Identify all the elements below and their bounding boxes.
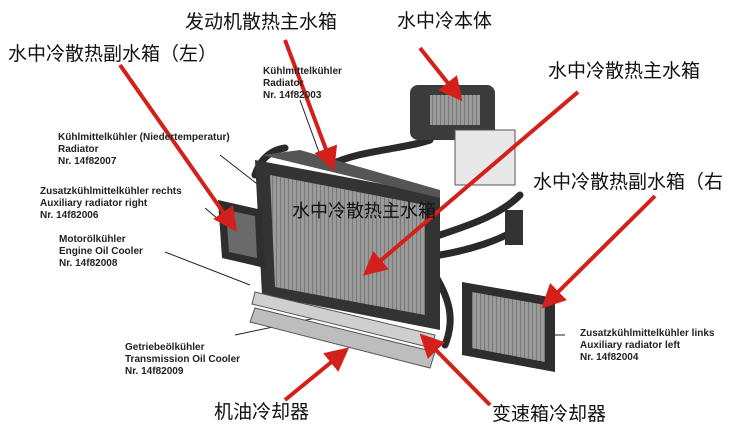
label-aux-right: 水中冷散热副水箱（右	[533, 171, 724, 193]
en-text: Auxiliary radiator right	[40, 198, 148, 209]
en-label-aux-right: Zusatzkühlmittelkühler rechts Auxiliary …	[40, 186, 182, 222]
en-label-aux-left: Zusatzkühlmittelkühler links Auxiliary r…	[580, 328, 714, 364]
part-number: Nr. 14f82008	[59, 258, 118, 269]
label-oil-cooler: 机油冷却器	[214, 401, 310, 423]
en-text: Engine Oil Cooler	[59, 246, 143, 257]
part-number: Nr. 14f82003	[263, 90, 322, 101]
de-text: Zusatzkühlmittelkühler links	[580, 328, 715, 339]
en-label-transmission-oil: Getriebeölkühler Transmission Oil Cooler…	[125, 342, 240, 378]
label-engine-main-radiator: 发动机散热主水箱	[185, 11, 338, 33]
label-main-right: 水中冷散热主水箱	[548, 60, 701, 82]
de-text: Motorölkühler	[59, 234, 126, 245]
de-text: Kühlmittelkühler	[263, 66, 342, 77]
red-arrows	[118, 39, 657, 407]
label-main-overlay: 水中冷散热主水箱	[292, 201, 436, 222]
aux-radiator-left-part	[462, 282, 555, 372]
de-text: Zusatzkühlmittelkühler rechts	[40, 186, 182, 197]
part-number: Nr. 14f82006	[40, 210, 99, 221]
part-number: Nr. 14f82009	[125, 366, 184, 377]
en-label-engine-oil: Motorölkühler Engine Oil Cooler Nr. 14f8…	[59, 234, 143, 270]
en-label-radiator: Kühlmittelkühler Radiator Nr. 14f82003	[263, 66, 342, 102]
en-label-lt-radiator: Kühlmittelkühler (Niedertemperatur) Radi…	[58, 132, 230, 168]
aux-radiator-right-part	[218, 200, 265, 268]
label-intercooler-body: 水中冷本体	[397, 10, 493, 32]
en-text: Transmission Oil Cooler	[125, 354, 241, 365]
label-transmission-cooler: 变速箱冷却器	[492, 403, 607, 425]
de-text: Getriebeölkühler	[125, 342, 205, 353]
part-number: Nr. 14f82004	[580, 352, 639, 363]
en-text: Radiator	[58, 144, 99, 155]
label-aux-left: 水中冷散热副水箱（左）	[8, 43, 218, 65]
de-text: Kühlmittelkühler (Niedertemperatur)	[58, 132, 230, 143]
part-number: Nr. 14f82007	[58, 156, 117, 167]
main-radiator	[255, 150, 440, 330]
en-text: Radiator	[263, 78, 304, 89]
en-text: Auxiliary radiator left	[580, 340, 681, 351]
